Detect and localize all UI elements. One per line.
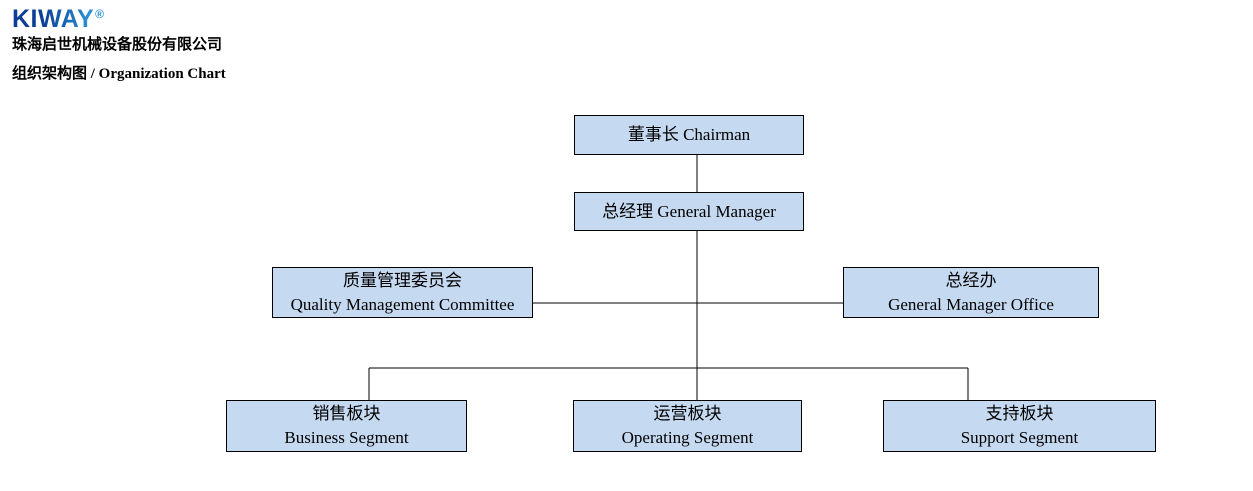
kiway-logo: KIWAY® (12, 2, 105, 33)
org-node-label-zh: 运营板块 (653, 404, 722, 423)
org-node-label-zh: 支持板块 (985, 404, 1054, 423)
org-node-support-segment: 支持板块 Support Segment (883, 400, 1156, 452)
org-node-gm-office: 总经办 General Manager Office (843, 267, 1099, 318)
org-node-operating-segment: 运营板块 Operating Segment (573, 400, 802, 452)
org-node-label-en: Support Segment (960, 428, 1079, 447)
logo-wordmark: KIWAY (12, 5, 95, 33)
org-node-label-en: Quality Management Committee (290, 294, 515, 314)
org-node-label-zh: 总经办 (945, 270, 997, 290)
org-node-business-segment: 销售板块 Business Segment (226, 400, 467, 452)
org-node-chairman: 董事长 Chairman (574, 115, 804, 155)
page-title: 组织架构图 / Organization Chart (12, 66, 226, 82)
org-node-general-manager: 总经理 General Manager (574, 192, 804, 231)
company-name: 珠海启世机械设备股份有限公司 (12, 36, 223, 53)
org-node-label: 总经理 General Manager (602, 201, 776, 221)
org-node-label-en: General Manager Office (888, 294, 1054, 314)
org-node-label-en: Business Segment (284, 428, 409, 447)
registered-trademark-symbol: ® (95, 7, 105, 21)
org-node-label-zh: 质量管理委员会 (343, 270, 462, 290)
org-node-quality-committee: 质量管理委员会 Quality Management Committee (272, 267, 533, 318)
org-node-label: 董事长 Chairman (627, 125, 751, 144)
org-node-label-en: Operating Segment (621, 428, 754, 447)
org-node-label-zh: 销售板块 (312, 404, 381, 423)
